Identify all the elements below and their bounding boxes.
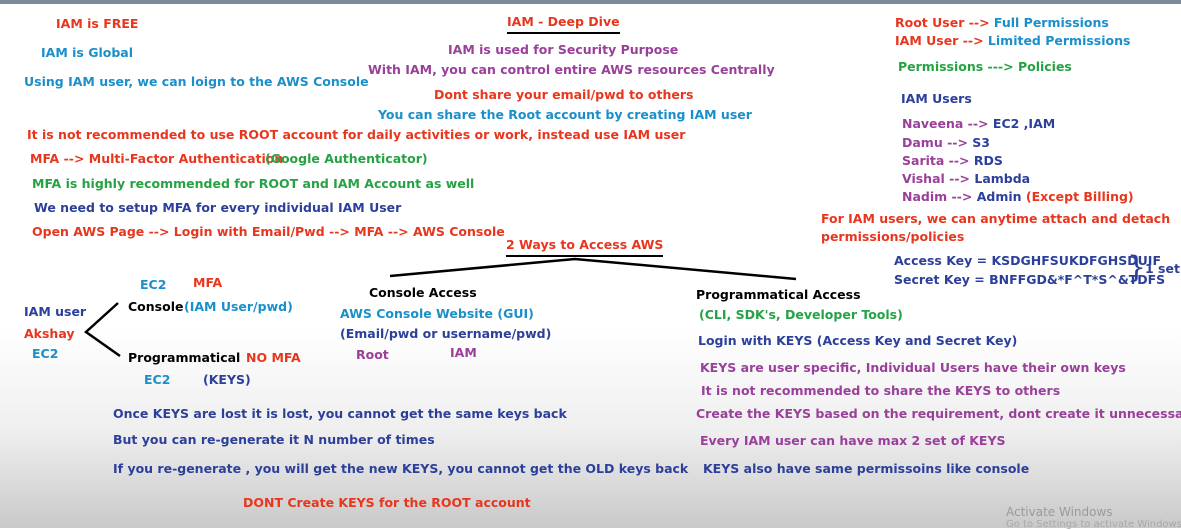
open-aws-page-text: Open AWS Page --> Login with Email/Pwd -… — [32, 224, 505, 239]
keys-permissions-text: KEYS also have same permissoins like con… — [703, 461, 1030, 476]
login-with-keys-text: Login with KEYS (Access Key and Secret K… — [698, 333, 1018, 348]
activate-windows-watermark: Activate Windows — [1006, 505, 1113, 519]
user-name: Naveena --> — [902, 116, 989, 131]
iam-free-text: IAM is FREE — [56, 16, 139, 31]
ec2-top-text: EC2 — [140, 277, 167, 292]
dont-create-root-keys-text: DONT Create KEYS for the ROOT account — [243, 495, 531, 510]
iam-user-label: IAM user — [24, 304, 87, 319]
mfa-recommended-text: MFA is highly recommended for ROOT and I… — [32, 176, 475, 191]
secret-key-text: Secret Key = BNFFGD&*F^T*S^&TDFS — [894, 272, 1166, 287]
user-name: Damu --> — [902, 135, 968, 150]
window-top-edge — [0, 0, 1181, 4]
ec2-left-text: EC2 — [32, 346, 59, 361]
iam-global-text: IAM is Global — [41, 45, 133, 60]
attach-detach-text: For IAM users, we can anytime attach and… — [821, 211, 1171, 226]
dont-share-text: Dont share your email/pwd to others — [434, 87, 694, 102]
control-centrally-text: With IAM, you can control entire AWS res… — [368, 62, 775, 77]
programmatical-label: Programmatical — [128, 350, 241, 365]
mfa-definition-text: MFA --> Multi-Factor Authentication — [30, 151, 284, 166]
keys-text: (KEYS) — [203, 372, 251, 387]
root-text: Root — [356, 347, 389, 362]
iam-user-line: IAM User --> Limited Permissions — [895, 33, 1130, 49]
user-services: Lambda — [974, 171, 1031, 186]
keys-user-specific-text: KEYS are user specific, Individual Users… — [700, 360, 1126, 375]
share-root-text: You can share the Root account by creati… — [378, 107, 752, 122]
console-label: Console — [128, 299, 184, 314]
iam-user-label: IAM User --> — [895, 33, 984, 48]
user-name: Sarita --> — [902, 153, 970, 168]
user-row: Nadim --> Admin (Except Billing) — [902, 189, 1134, 205]
user-services: Admin — [976, 189, 1022, 204]
google-authenticator-text: (Google Authenticator) — [265, 151, 428, 166]
login-console-text: Using IAM user, we can loign to the AWS … — [24, 74, 369, 89]
root-user-label: Root User --> — [895, 15, 990, 30]
max-keys-text: Every IAM user can have max 2 set of KEY… — [700, 433, 1006, 448]
keys-lost-text: Once KEYS are lost it is lost, you canno… — [113, 406, 567, 421]
console-credentials-text: (Email/pwd or username/pwd) — [340, 326, 552, 341]
user-name: Nadim --> — [902, 189, 973, 204]
programmatic-access-heading: Programmatical Access — [696, 287, 861, 302]
access-key-text: Access Key = KSDGHFSUKDFGHSDUIF — [894, 253, 1161, 268]
user-row: Vishal --> Lambda — [902, 171, 1030, 187]
user-services: S3 — [972, 135, 990, 150]
root-user-value: Full Permissions — [993, 15, 1109, 30]
ways-branch-lines — [389, 257, 797, 281]
regenerate-new-keys-text: If you re-generate , you will get the ne… — [113, 461, 689, 476]
keys-not-share-text: It is not recommended to share the KEYS … — [701, 383, 1061, 398]
iam-user-value: Limited Permissions — [987, 33, 1131, 48]
user-name: Vishal --> — [902, 171, 970, 186]
curly-brace-icon: } — [1127, 250, 1147, 285]
programmatic-tools-text: (CLI, SDK's, Developer Tools) — [699, 307, 903, 322]
one-set-text: 1 set — [1145, 261, 1180, 276]
permissions-policies-text: Permissions ---> Policies — [898, 59, 1072, 74]
iam-user-pwd-text: (IAM User/pwd) — [184, 299, 293, 314]
security-purpose-text: IAM is used for Security Purpose — [448, 42, 679, 57]
setup-mfa-text: We need to setup MFA for every individua… — [34, 200, 402, 215]
user-row: Naveena --> EC2 ,IAM — [902, 116, 1055, 132]
no-mfa-text: NO MFA — [246, 350, 301, 365]
user-exception: (Except Billing) — [1025, 189, 1134, 204]
root-user-line: Root User --> Full Permissions — [895, 15, 1109, 31]
not-recommended-text: It is not recommended to use ROOT accoun… — [27, 127, 686, 142]
page-title: IAM - Deep Dive — [507, 14, 620, 34]
mfa-text: MFA — [193, 275, 223, 290]
user-row: Damu --> S3 — [902, 135, 990, 151]
attach-detach-text-2: permissions/policies — [821, 229, 965, 244]
iam-text: IAM — [450, 345, 477, 360]
user-services: RDS — [973, 153, 1003, 168]
regenerate-text: But you can re-generate it N number of t… — [113, 432, 435, 447]
create-keys-text: Create the KEYS based on the requirement… — [696, 406, 1181, 421]
ec2-bottom-text: EC2 — [144, 372, 171, 387]
user-row: Sarita --> RDS — [902, 153, 1003, 169]
console-access-heading: Console Access — [369, 285, 477, 300]
activate-windows-subtitle: Go to Settings to activate Windows. — [1006, 519, 1181, 530]
user-services: EC2 ,IAM — [992, 116, 1056, 131]
akshay-text: Akshay — [24, 326, 75, 341]
ways-to-access-title: 2 Ways to Access AWS — [506, 237, 664, 257]
console-website-text: AWS Console Website (GUI) — [340, 306, 534, 321]
iam-users-heading: IAM Users — [901, 91, 972, 106]
iam-user-branch-lines — [84, 302, 121, 358]
